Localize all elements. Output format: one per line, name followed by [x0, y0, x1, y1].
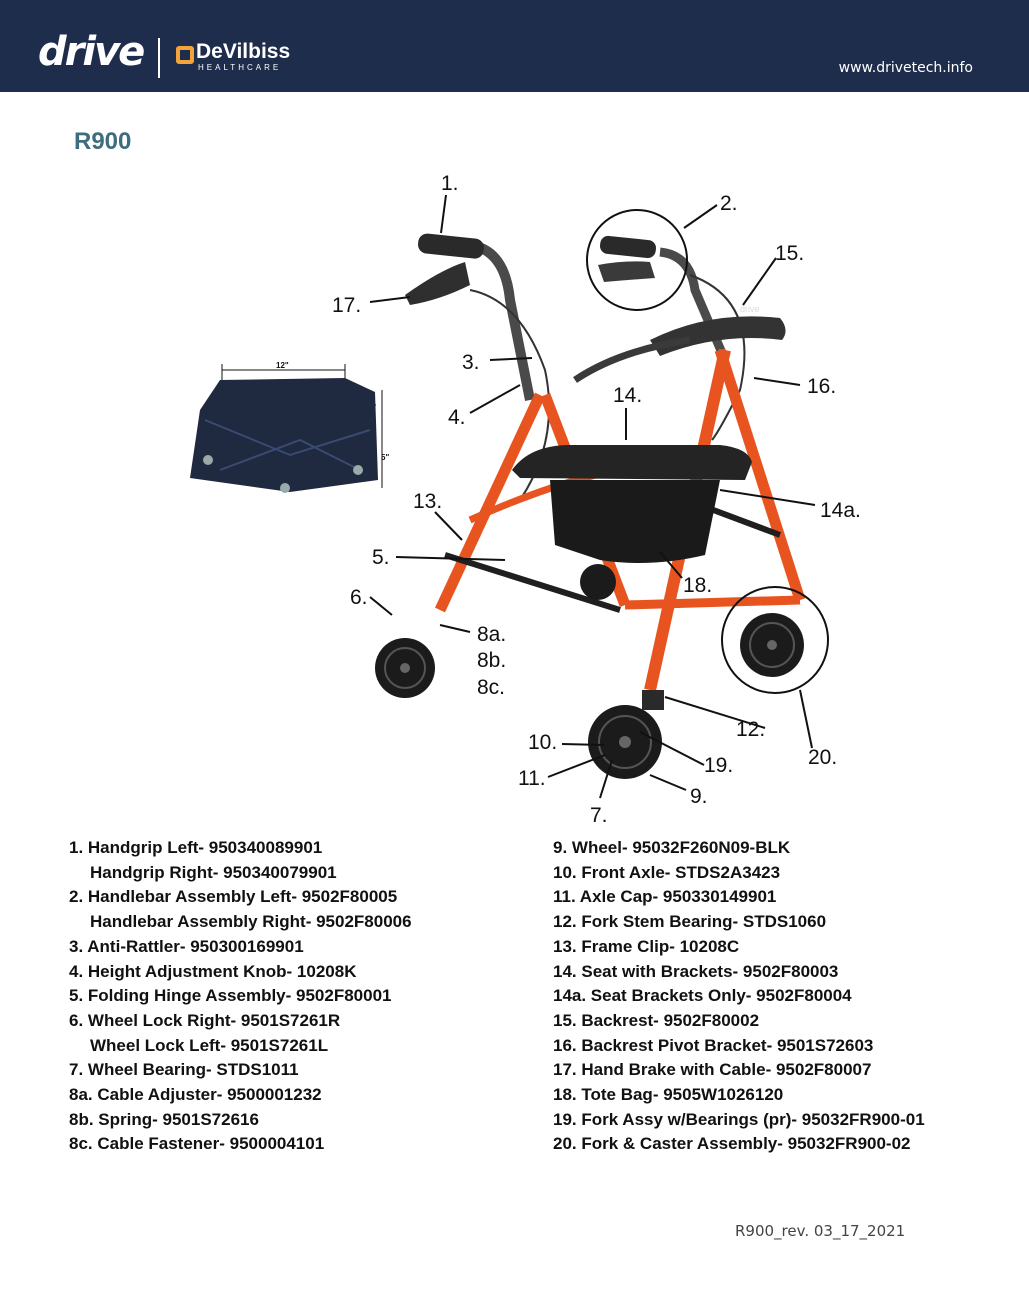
page-title: R900 — [74, 128, 132, 155]
part-item: 2. Handlebar Assembly Left- 9502F80005 — [69, 887, 398, 907]
part-item: 14. Seat with Brackets- 9502F80003 — [553, 961, 839, 981]
part-item: 5. Folding Hinge Assembly- 9502F80001 — [69, 986, 392, 1006]
callout-8a: 8a. — [477, 623, 506, 646]
callout-4: 4. — [448, 406, 466, 429]
back-wheel-small — [580, 564, 616, 600]
callout-2: 2. — [720, 192, 738, 215]
tote-width-label: 12" — [276, 361, 289, 370]
caster-highlight-circle — [721, 586, 829, 694]
callout-7: 7. — [590, 804, 608, 827]
front-wheel — [588, 690, 664, 779]
callout-9: 9. — [690, 785, 708, 808]
callout-20: 20. — [808, 746, 837, 769]
tote-bag-inset: 12" 8" 5" — [190, 361, 389, 493]
part-item: 4. Height Adjustment Knob- 10208K — [69, 961, 357, 981]
callout-6: 6. — [350, 586, 368, 609]
callout-19: 19. — [704, 754, 733, 777]
website-link[interactable]: www.drivetech.info — [838, 60, 973, 76]
callout-15: 15. — [775, 242, 804, 265]
part-item: 20. Fork & Caster Assembly- 95032FR900-0… — [553, 1134, 911, 1154]
callout-10: 10. — [528, 731, 557, 754]
part-item: 11. Axle Cap- 950330149901 — [553, 887, 777, 907]
part-item: 8a. Cable Adjuster- 9500001232 — [69, 1085, 322, 1105]
part-item: Handgrip Right- 950340079901 — [90, 862, 337, 882]
part-item: 8b. Spring- 9501S72616 — [69, 1109, 259, 1129]
callout-12: 12. — [736, 718, 765, 741]
logo-divider — [158, 38, 160, 78]
rollator-frame: drive — [375, 209, 829, 779]
revision-label: R900_rev. 03_17_2021 — [735, 1222, 906, 1240]
part-item: 16. Backrest Pivot Bracket- 9501S72603 — [553, 1035, 874, 1055]
rear-right-wheel — [740, 613, 804, 677]
callout-14a: 14a. — [820, 499, 861, 522]
callout-17: 17. — [332, 294, 361, 317]
callout-11: 11. — [518, 767, 546, 790]
tote-height-label: 5" — [381, 453, 389, 462]
drive-logo: drive — [38, 29, 145, 75]
rollator-parts-diagram: 12" 8" 5" drive — [190, 172, 861, 827]
part-item: 10. Front Axle- STDS2A3423 — [553, 862, 781, 882]
part-item: 15. Backrest- 9502F80002 — [553, 1010, 760, 1030]
leader-lines — [369, 194, 816, 799]
part-item: 1. Handgrip Left- 950340089901 — [69, 838, 323, 857]
callout-3: 3. — [462, 351, 480, 374]
backrest-logo: drive — [740, 304, 760, 314]
callout-8b: 8b. — [477, 649, 506, 672]
callout-18: 18. — [683, 574, 712, 597]
part-item: 18. Tote Bag- 9505W1026120 — [553, 1085, 784, 1105]
part-item: Handlebar Assembly Right- 9502F80006 — [90, 912, 412, 932]
devilbiss-logo-icon — [176, 46, 194, 64]
part-item: 6. Wheel Lock Right- 9501S7261R — [69, 1010, 341, 1030]
page-header: drive DeVilbiss HEALTHCARE www.drivetech… — [0, 0, 1029, 92]
part-item: 9. Wheel- 95032F260N09-BLK — [553, 838, 791, 857]
handlebar-highlight-circle — [586, 209, 688, 311]
devilbiss-logo: DeVilbiss — [196, 40, 291, 63]
parts-list-right: 9. Wheel- 95032F260N09-BLK 10. Front Axl… — [553, 836, 925, 1157]
rear-left-wheel — [375, 638, 435, 698]
part-item: 14a. Seat Brackets Only- 9502F80004 — [553, 986, 852, 1006]
part-item: 8c. Cable Fastener- 9500004101 — [69, 1134, 325, 1154]
part-item: 19. Fork Assy w/Bearings (pr)- 95032FR90… — [553, 1109, 925, 1129]
callout-14: 14. — [613, 384, 642, 407]
part-item: 17. Hand Brake with Cable- 9502F80007 — [553, 1060, 872, 1080]
callout-labels: 1. 2. 15. 17. 3. 16. 4. 14. 13. 14a. 5. … — [332, 172, 861, 827]
part-item: 13. Frame Clip- 10208C — [553, 936, 740, 956]
callout-8c: 8c. — [477, 676, 505, 699]
callout-5: 5. — [372, 546, 390, 569]
devilbiss-logo-subtitle: HEALTHCARE — [198, 63, 282, 72]
part-item: 7. Wheel Bearing- STDS1011 — [69, 1060, 299, 1080]
part-item: Wheel Lock Left- 9501S7261L — [90, 1035, 329, 1055]
callout-1: 1. — [441, 172, 459, 195]
part-item: 12. Fork Stem Bearing- STDS1060 — [553, 912, 827, 932]
part-item: 3. Anti-Rattler- 950300169901 — [69, 936, 304, 956]
parts-list-left: 1. Handgrip Left- 950340089901 Handgrip … — [69, 836, 412, 1157]
callout-16: 16. — [807, 375, 836, 398]
callout-13: 13. — [413, 490, 442, 513]
